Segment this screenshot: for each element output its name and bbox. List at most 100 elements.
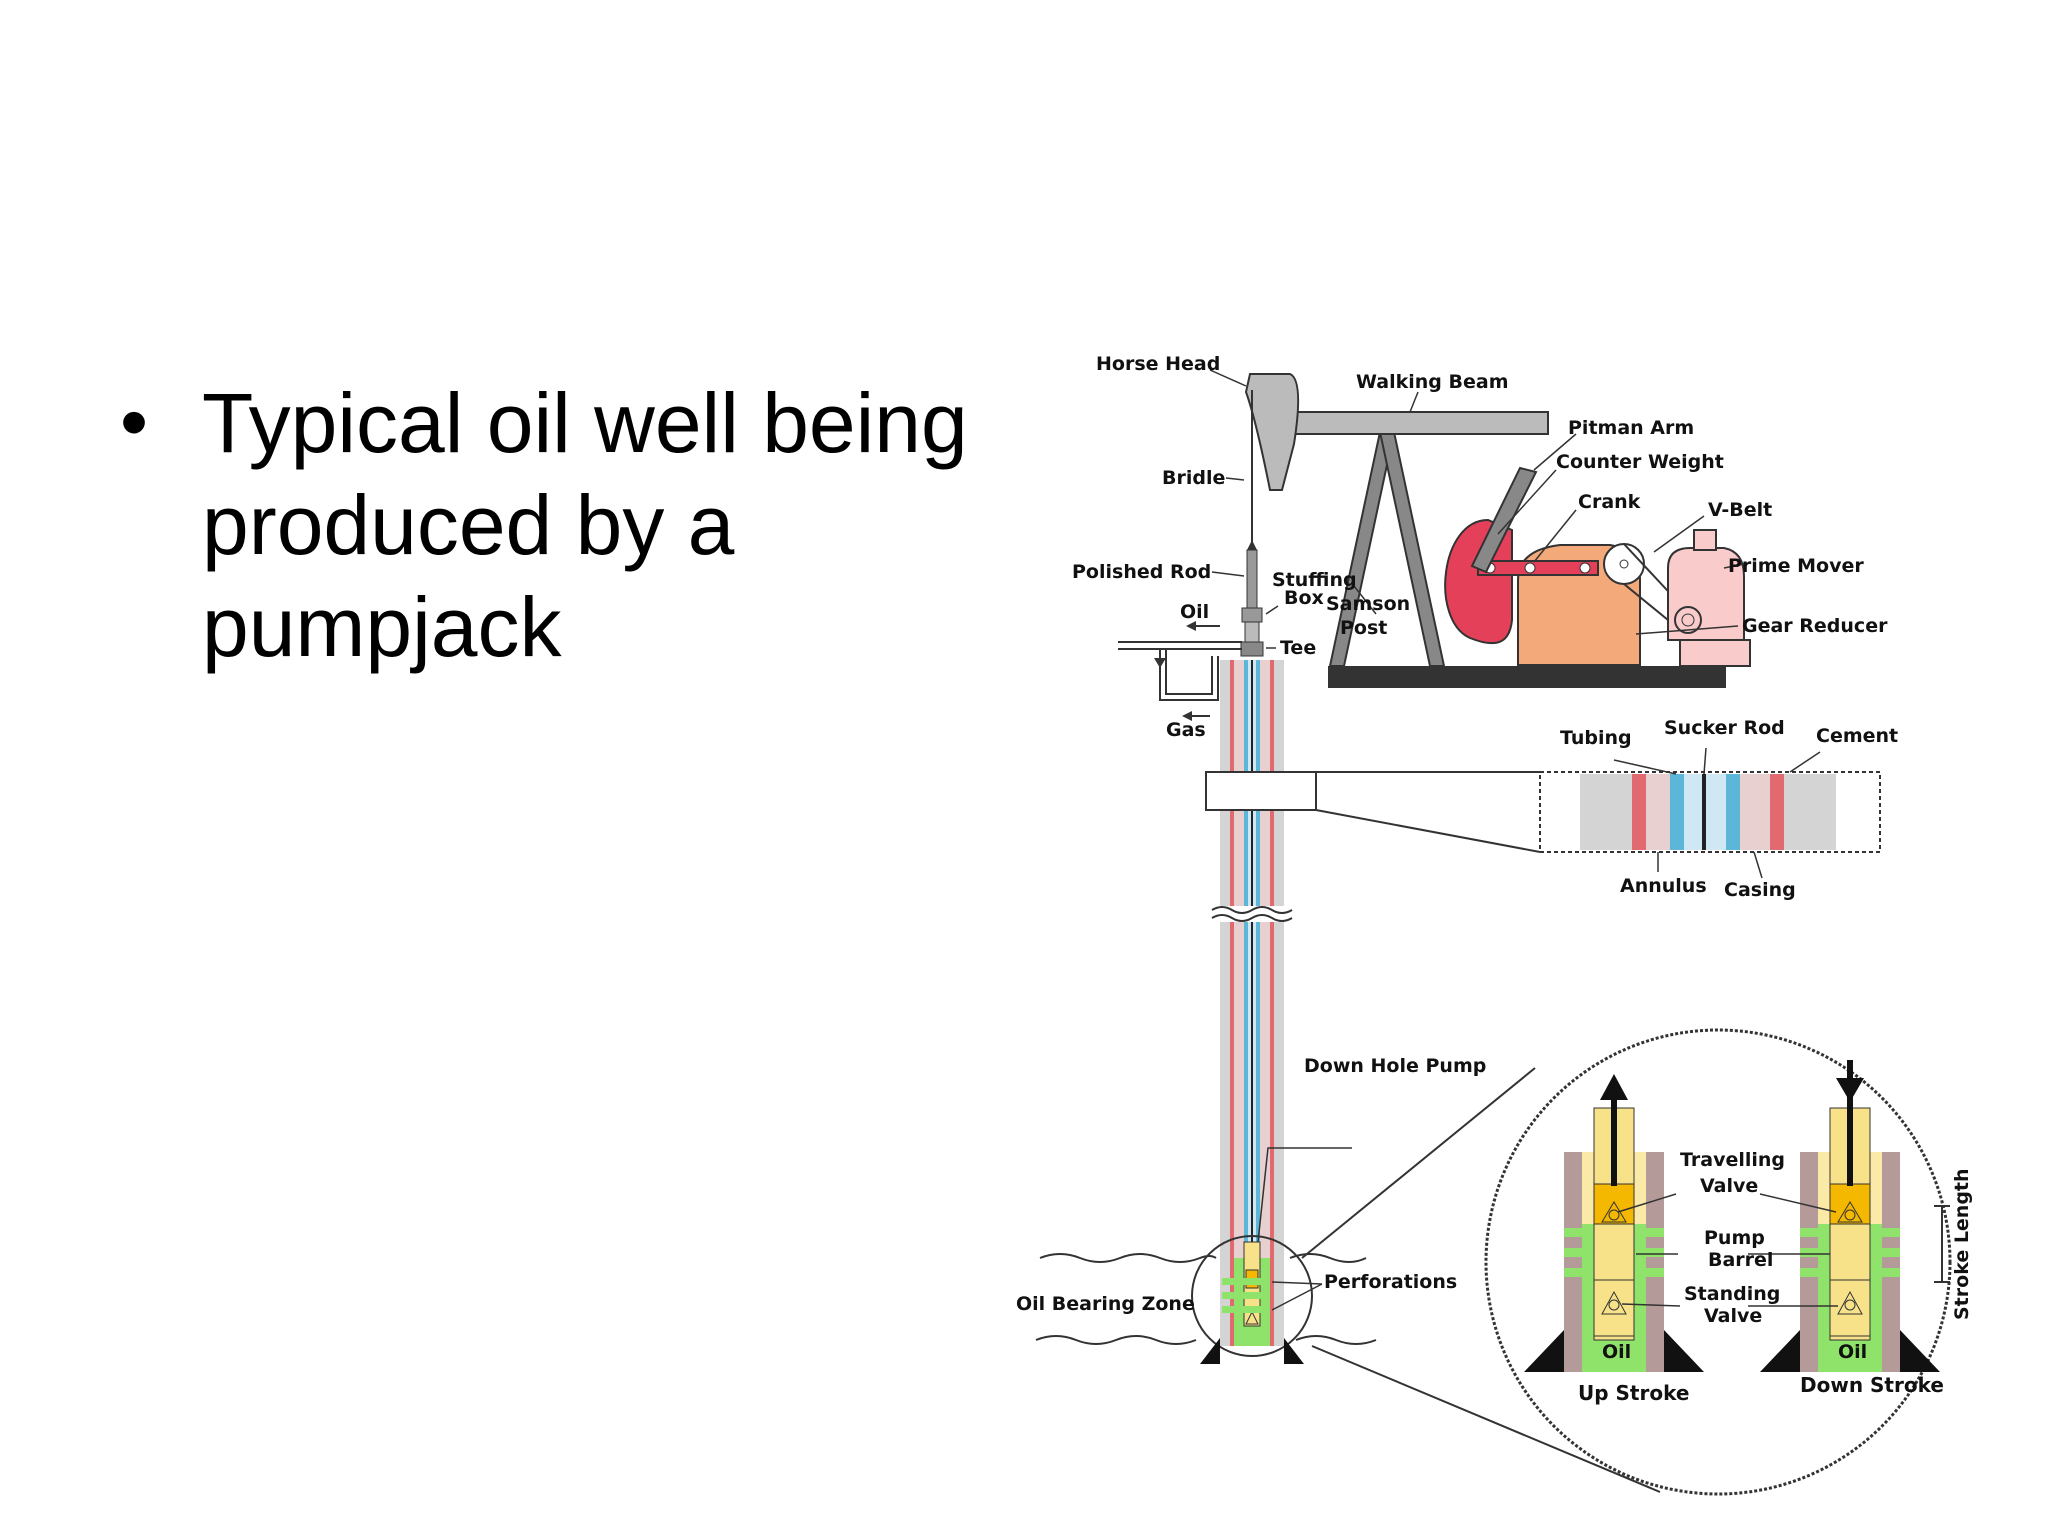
label-barrel: Barrel [1708,1249,1773,1271]
up-rod [1611,1080,1617,1186]
label-oil-bearing-zone: Oil Bearing Zone [1016,1293,1195,1315]
strata-upper-right [1289,1253,1367,1263]
cs-casing-left [1632,774,1646,850]
label-counter-weight: Counter Weight [1556,451,1724,473]
label-post: Post [1340,617,1387,639]
down-perf-right-1 [1882,1228,1900,1237]
down-travelling-valve-cone [1837,1201,1863,1223]
label-oil: Oil [1180,601,1209,623]
leader-tubing [1613,759,1677,775]
up-standing-valve-ball [1608,1299,1620,1311]
label-pump: Pump [1704,1227,1765,1249]
label-down-stroke: Down Stroke [1800,1373,1944,1397]
up-casing-right [1646,1152,1664,1372]
up-stroke-pump [1524,1074,1704,1372]
pitman-arm [1470,466,1538,574]
well-bore-lower [1220,922,1284,1346]
strata-lower-left [1035,1335,1197,1345]
label-walking-beam: Walking Beam [1356,371,1509,393]
strata-lower-right [1295,1335,1377,1345]
pump-zoom-circle [1191,1235,1313,1357]
horse-head [1244,373,1300,491]
cross-section [1580,774,1836,850]
leader-cement [1789,751,1821,773]
leader-perforations-2 [1271,1283,1323,1311]
label-crank: Crank [1578,491,1641,513]
up-perf-right-2 [1646,1248,1664,1257]
up-ground-right [1664,1330,1704,1372]
perforation-1 [1222,1278,1270,1285]
label-stuffing: Stuffing [1272,569,1357,591]
cs-tubing-right [1726,774,1740,850]
label-gas: Gas [1166,719,1206,741]
leader-counter-weight [1497,469,1557,535]
ground-wedge-left [1200,1338,1220,1364]
up-perf-left-3 [1564,1268,1582,1277]
down-standing-section [1829,1279,1871,1337]
label-samson: Samson [1326,593,1410,615]
break-line-top [1211,906,1293,914]
leader-casing [1753,851,1763,879]
cs-tubing-left [1670,774,1684,850]
up-travelling-valve [1593,1183,1635,1225]
crank-pin-2 [1524,562,1536,574]
up-perf-right-1 [1646,1228,1664,1237]
gas-flow-line-right [1165,649,1213,695]
leader-crank [1533,509,1577,563]
down-ground-right [1900,1330,1940,1372]
prime-mover-base [1679,639,1751,667]
up-standing-section [1593,1279,1635,1337]
pumpjack-diagram: Horse Head Walking Beam Pitman Arm Count… [1000,320,2020,1520]
down-perf-left-3 [1800,1268,1818,1277]
label-perforations: Perforations [1324,1271,1457,1293]
down-casing-right [1882,1152,1900,1372]
down-arrow [1836,1078,1864,1102]
label-tee: Tee [1280,637,1316,659]
crank-hub [1579,562,1591,574]
label-valve-2: Valve [1704,1305,1762,1327]
leader-travelling-valve-up [1617,1193,1677,1213]
strata-upper-left [1039,1253,1217,1263]
down-perf-left-2 [1800,1248,1818,1257]
leader-walking-beam [1409,391,1419,413]
leader-prime-mover [1723,563,1745,569]
label-gear-reducer: Gear Reducer [1742,615,1888,637]
casing-right-lower [1270,922,1274,1346]
label-oil-up: Oil [1602,1341,1631,1363]
perforation-2 [1222,1292,1270,1299]
leader-stuffing-box [1265,605,1279,615]
down-travelling-valve-ball [1844,1209,1856,1221]
label-prime-mover: Prime Mover [1728,555,1864,577]
label-oil-down: Oil [1838,1341,1867,1363]
label-down-hole-pump: Down Hole Pump [1304,1055,1486,1077]
bridle-carrier [1247,540,1257,550]
up-casing-left [1564,1152,1582,1372]
base-skid [1328,666,1726,688]
leader-horse-head [1209,369,1247,387]
zoom-leader-top [1301,1067,1536,1259]
samson-post-right-leg [1378,431,1446,667]
leader-polished-rod [1211,571,1245,577]
oil-arrow-head [1186,621,1196,631]
leader-gear-reducer [1635,625,1739,635]
label-up-stroke: Up Stroke [1578,1381,1689,1405]
up-perf-left-2 [1564,1248,1582,1257]
tee [1240,641,1264,657]
gas-flow-line-left [1159,649,1219,701]
up-perf-right-3 [1646,1268,1664,1277]
leader-down-hole-pump [1257,1147,1352,1243]
up-travelling-valve-ball [1608,1209,1620,1221]
cs-sucker-rod [1702,774,1706,850]
down-perf-right-3 [1882,1268,1900,1277]
leader-perforations-1 [1271,1281,1323,1285]
up-ground-left [1524,1330,1564,1372]
down-stroke-pump [1760,1060,1940,1372]
leader-samson-post [1353,585,1377,615]
down-ground-left [1760,1330,1800,1372]
label-valve: Valve [1700,1175,1758,1197]
walking-beam [1277,411,1549,435]
sucker-rod-lower [1251,922,1253,1262]
label-tubing: Tubing [1560,727,1632,749]
cross-section-box [1539,771,1881,853]
stuffing-box [1241,607,1263,623]
